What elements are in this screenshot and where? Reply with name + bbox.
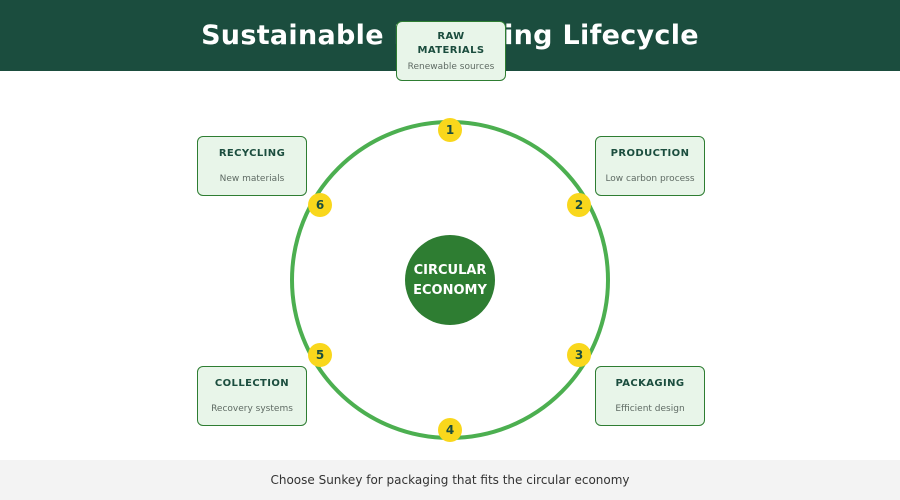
step-number-1: 1 bbox=[445, 123, 455, 137]
stage-card-recycling: RECYCLING New materials bbox=[197, 136, 307, 196]
step-badge-3 bbox=[567, 343, 591, 367]
step-badge-4 bbox=[438, 418, 462, 442]
stage-description: New materials bbox=[219, 174, 285, 184]
stage-description: Efficient design bbox=[615, 404, 685, 414]
center-circle bbox=[405, 235, 495, 325]
stage-description: Renewable sources bbox=[407, 61, 495, 72]
step-badge-1 bbox=[438, 118, 462, 142]
step-number-2: 2 bbox=[574, 198, 584, 212]
step-badge-6 bbox=[308, 193, 332, 217]
footer-text: Choose Sunkey for packaging that fits th… bbox=[270, 473, 630, 487]
step-badge-5 bbox=[308, 343, 332, 367]
stage-title: PACKAGING bbox=[615, 378, 685, 389]
stage-title: COLLECTION bbox=[214, 378, 290, 389]
stage-card-raw-materials: RAW MATERIALS Renewable sources bbox=[396, 21, 506, 81]
stage-description: Low carbon process bbox=[605, 174, 695, 184]
step-number-4: 4 bbox=[445, 423, 455, 437]
stage-card-packaging: PACKAGING Efficient design bbox=[595, 366, 705, 426]
stage-title: RECYCLING bbox=[218, 148, 286, 159]
center-label-line1: CIRCULAR bbox=[413, 263, 487, 278]
stage-card-collection: COLLECTION Recovery systems bbox=[197, 366, 307, 426]
center-label: CIRCULAR ECONOMY bbox=[405, 236, 495, 326]
step-number-3: 3 bbox=[574, 348, 584, 362]
footer-bar: Choose Sunkey for packaging that fits th… bbox=[0, 460, 900, 500]
center-label-line2: ECONOMY bbox=[413, 283, 487, 298]
step-badge-2 bbox=[567, 193, 591, 217]
stage-title: PRODUCTION bbox=[610, 148, 690, 159]
stage-title: RAW MATERIALS bbox=[417, 30, 485, 56]
step-number-5: 5 bbox=[315, 348, 325, 362]
stage-description: Recovery systems bbox=[211, 404, 293, 414]
stage-card-production: PRODUCTION Low carbon process bbox=[595, 136, 705, 196]
step-number-6: 6 bbox=[315, 198, 325, 212]
